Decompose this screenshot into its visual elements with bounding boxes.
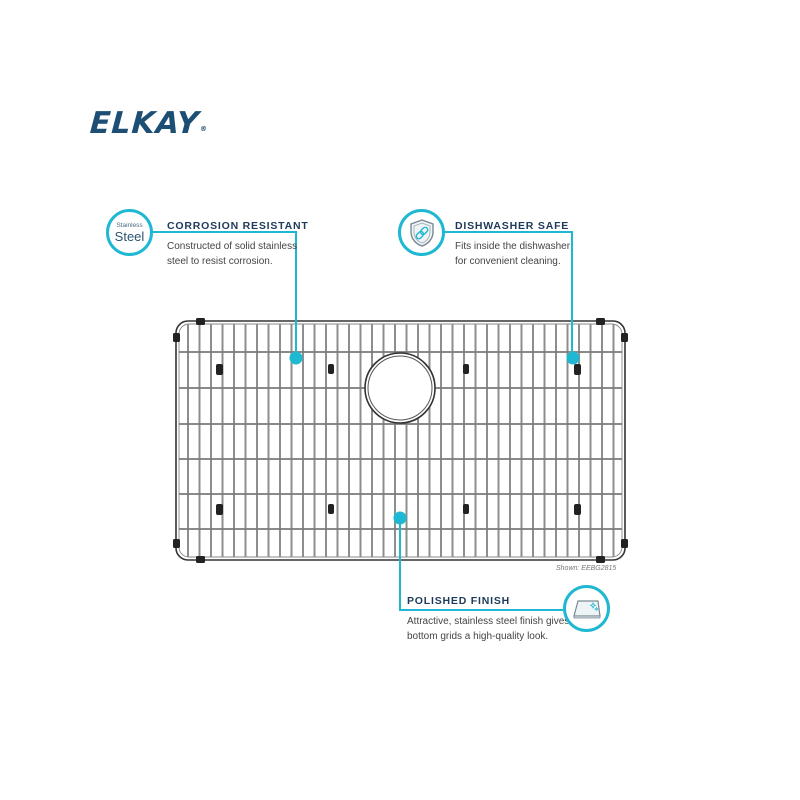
description-line: for convenient cleaning.: [455, 256, 561, 267]
elkay-logo: ELKAY®: [89, 106, 210, 141]
drain-opening: [364, 352, 436, 424]
description-line: bottom grids a high-quality look.: [407, 631, 549, 642]
badge-small-text: Stainless: [116, 221, 143, 229]
feature-title-dishwasher-safe: DISHWASHER SAFE: [455, 220, 570, 232]
registered-mark: ®: [199, 125, 209, 133]
shield-icon: [409, 218, 434, 247]
description-line: Fits inside the dishwasher: [455, 241, 571, 252]
callout-dot-dishwasher: [566, 351, 580, 365]
description-line: steel to resist corrosion.: [167, 256, 273, 267]
connector-dishwasher-safe: [442, 231, 573, 358]
callout-dot-polished: [393, 511, 407, 525]
feature-description-corrosion-resistant: Constructed of solid stainless steel to …: [167, 239, 297, 269]
stainless-steel-badge-icon: Stainless Steel: [106, 209, 153, 256]
dishwasher-safe-badge: [398, 209, 445, 256]
description-line: Constructed of solid stainless: [167, 241, 298, 252]
description-line: Attractive, stainless steel finish gives: [407, 616, 570, 627]
sparkle-surface-icon: [572, 599, 601, 618]
rubber-bumpers: [173, 318, 628, 563]
badge-large-text: Steel: [114, 228, 145, 244]
callout-connectors: [150, 231, 573, 611]
polished-finish-badge: [563, 585, 610, 632]
feature-description-polished-finish: Attractive, stainless steel finish gives…: [407, 614, 569, 644]
connector-corrosion-resistant: [150, 231, 297, 358]
callout-dots: [289, 351, 580, 525]
connector-polished-finish: [399, 518, 563, 611]
brand-name: ELKAY: [88, 106, 201, 141]
callout-dot-corrosion: [289, 351, 303, 365]
feature-description-dishwasher-safe: Fits inside the dishwasher for convenien…: [455, 239, 570, 269]
feature-title-corrosion-resistant: CORROSION RESISTANT: [167, 220, 309, 232]
product-caption: Shown: EEBG2815: [556, 565, 617, 572]
feature-title-polished-finish: POLISHED FINISH: [407, 595, 511, 607]
